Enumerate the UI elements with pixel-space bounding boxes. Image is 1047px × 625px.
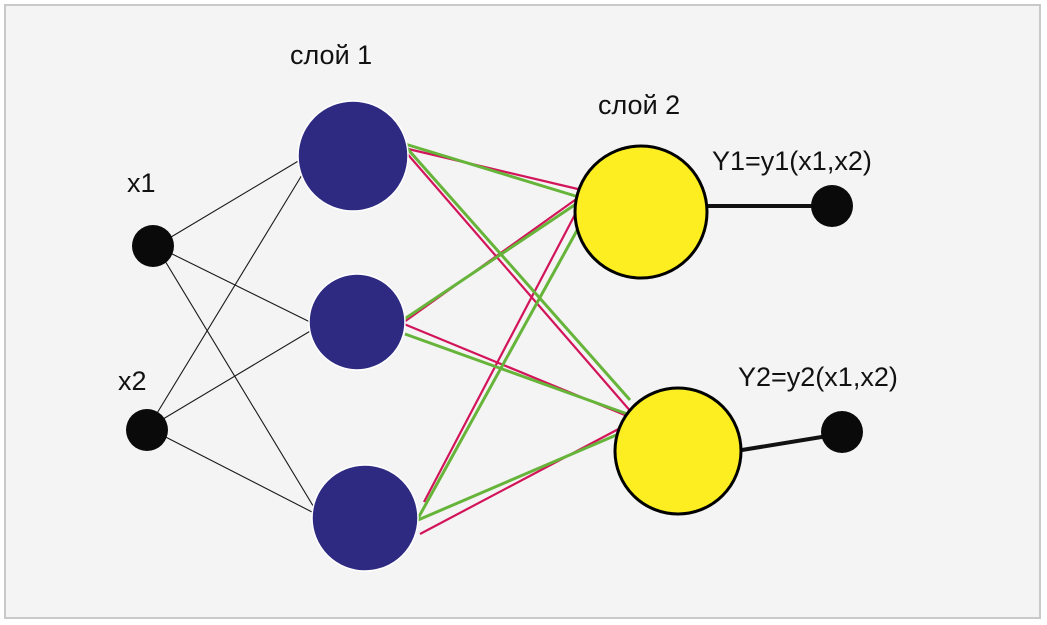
input-connections xyxy=(147,159,319,515)
green-conn-l1n1-l2n2 xyxy=(403,145,632,401)
input-node-x2 xyxy=(126,409,168,451)
layer1-label: слой 1 xyxy=(290,40,372,70)
red-conn-l1n1-l2n2 xyxy=(403,149,633,414)
green-conn-l1n2-l2n1 xyxy=(402,198,583,322)
conn-x2-l1n2 xyxy=(147,329,313,429)
output-label-y2: Y2=y2(x1,x2) xyxy=(738,362,898,392)
layer2-neuron-2 xyxy=(613,386,743,516)
output-node-y2 xyxy=(821,411,863,453)
red-conn-l1n1-l2n1 xyxy=(403,146,583,192)
layer1-neuron-1 xyxy=(297,100,409,212)
red-conn-l1n3-l2n2 xyxy=(419,423,629,535)
green-conn-l1n3-l2n1 xyxy=(414,224,582,523)
input-node-x1 xyxy=(132,225,174,267)
layer1-neuron-3 xyxy=(311,464,419,572)
green-conn-l1n3-l2n2 xyxy=(417,428,629,522)
conn-x2-l1n1 xyxy=(147,169,306,429)
conn-x1-l1n3 xyxy=(155,245,319,515)
diagram-frame xyxy=(4,4,1041,619)
layer2-neuron-1 xyxy=(573,144,709,280)
layer2-label: слой 2 xyxy=(598,90,680,120)
input-label-x2: x2 xyxy=(118,366,147,396)
green-conn-l1n2-l2n2 xyxy=(404,332,631,417)
conn-x1-l1n2 xyxy=(155,245,313,324)
input-label-x1: x1 xyxy=(127,168,156,198)
red-conn-l1n3-l2n1 xyxy=(423,204,581,503)
output-label-y1: Y1=y1(x1,x2) xyxy=(712,146,872,176)
green-connections xyxy=(402,142,632,523)
output-node-y1 xyxy=(811,185,853,227)
green-conn-l1n1-l2n1 xyxy=(404,142,583,200)
conn-x1-l1n1 xyxy=(155,159,301,247)
conn-x2-l1n3 xyxy=(147,427,313,513)
layer1-neuron-2 xyxy=(308,273,406,371)
